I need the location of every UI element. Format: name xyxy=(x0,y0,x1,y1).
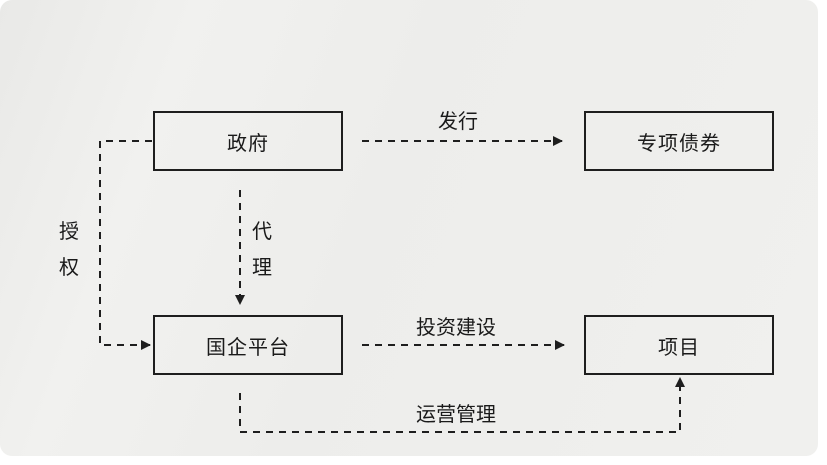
edge-label-agent-char-2: 理 xyxy=(252,255,272,279)
edge-label-authorize: 授 权 xyxy=(57,213,81,285)
edge-label-issue: 发行 xyxy=(438,109,478,133)
edge-label-authorize-char-1: 授 xyxy=(59,219,79,243)
edge-label-agent: 代 理 xyxy=(250,213,274,285)
node-soe-platform-label: 国企平台 xyxy=(206,334,290,359)
connector-layer xyxy=(99,136,685,433)
node-government: 政府 xyxy=(153,111,343,171)
node-special-bonds-label: 专项债券 xyxy=(637,130,721,155)
edge-label-invest-build: 投资建设 xyxy=(416,315,496,339)
authorize-arrow xyxy=(99,140,152,350)
diagram-canvas: 政府 专项债券 国企平台 项目 发行 投资建设 运营管理 代 理 授 权 xyxy=(0,0,818,456)
node-special-bonds: 专项债券 xyxy=(584,111,774,171)
operate-manage-arrow xyxy=(239,377,685,433)
edge-label-agent-char-1: 代 xyxy=(252,219,272,243)
edge-label-authorize-char-2: 权 xyxy=(59,255,79,279)
node-government-label: 政府 xyxy=(227,130,269,155)
node-soe-platform: 国企平台 xyxy=(153,315,343,375)
node-project: 项目 xyxy=(584,315,774,375)
edge-label-operate-manage: 运营管理 xyxy=(416,402,496,426)
node-project-label: 项目 xyxy=(658,334,700,359)
